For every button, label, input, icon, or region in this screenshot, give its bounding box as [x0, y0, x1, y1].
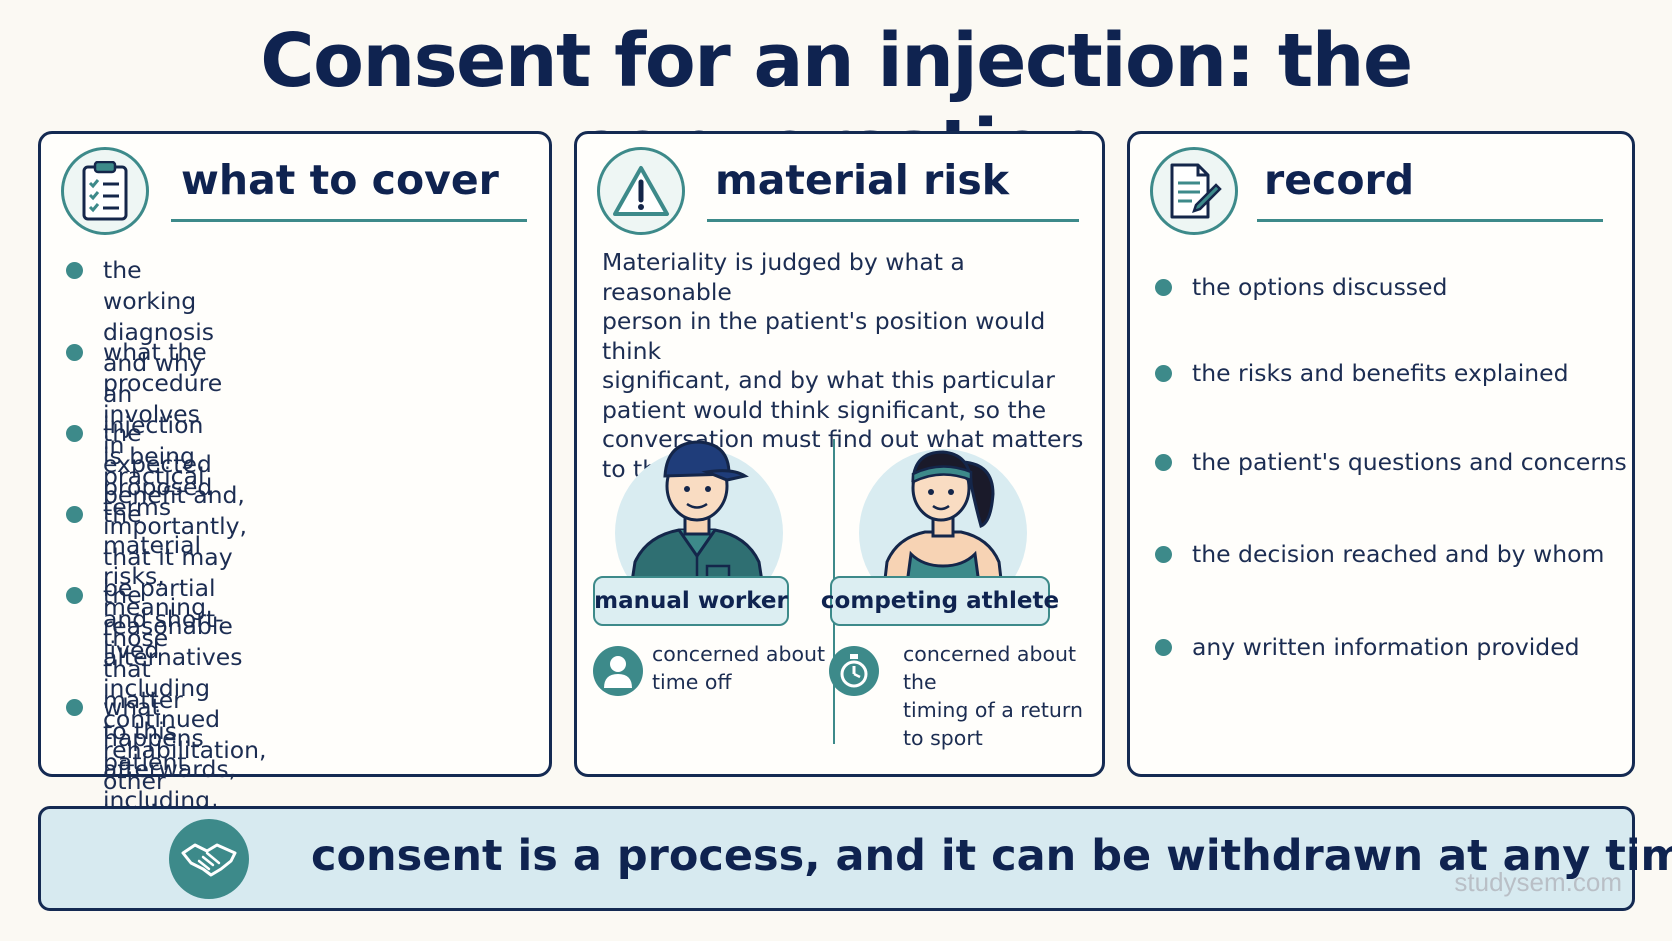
title-rule — [171, 219, 527, 222]
document-pen-icon — [1150, 147, 1238, 235]
warning-triangle-icon — [597, 147, 685, 235]
athlete-concern: concerned about the timing of a return t… — [903, 642, 1083, 750]
manual-worker-label: manual worker — [593, 576, 789, 626]
record-title: record — [1264, 156, 1415, 204]
title-rule — [707, 219, 1079, 222]
worker-concern: concerned about time off — [652, 642, 826, 694]
cover-list: the working diagnosis and why an injecti… — [66, 255, 536, 907]
watermark: studysem.com — [1454, 867, 1622, 897]
competing-athlete-label: competing athlete — [821, 576, 1059, 626]
record-panel: record the options discussed the risks a… — [1127, 131, 1635, 777]
stopwatch-icon — [829, 646, 879, 696]
materiality-description: Materiality is judged by what a reasonab… — [602, 248, 1084, 483]
what-to-cover-panel: what to cover the working diagnosis and … — [38, 131, 552, 907]
clipboard-checklist-icon — [61, 147, 149, 235]
record-list: the options discussed the risks and bene… — [1155, 272, 1627, 672]
title-rule — [1257, 219, 1603, 222]
person-icon — [593, 646, 643, 696]
what-to-cover-title: what to cover — [181, 156, 499, 204]
material-risk-panel: material risk Materiality is judged by w… — [574, 131, 1105, 777]
handshake-icon — [169, 819, 249, 899]
banner-text: consent is a process, and it can be with… — [311, 831, 1672, 881]
consent-banner: consent is a process, and it can be with… — [38, 806, 1672, 911]
material-risk-title: material risk — [715, 156, 1010, 204]
